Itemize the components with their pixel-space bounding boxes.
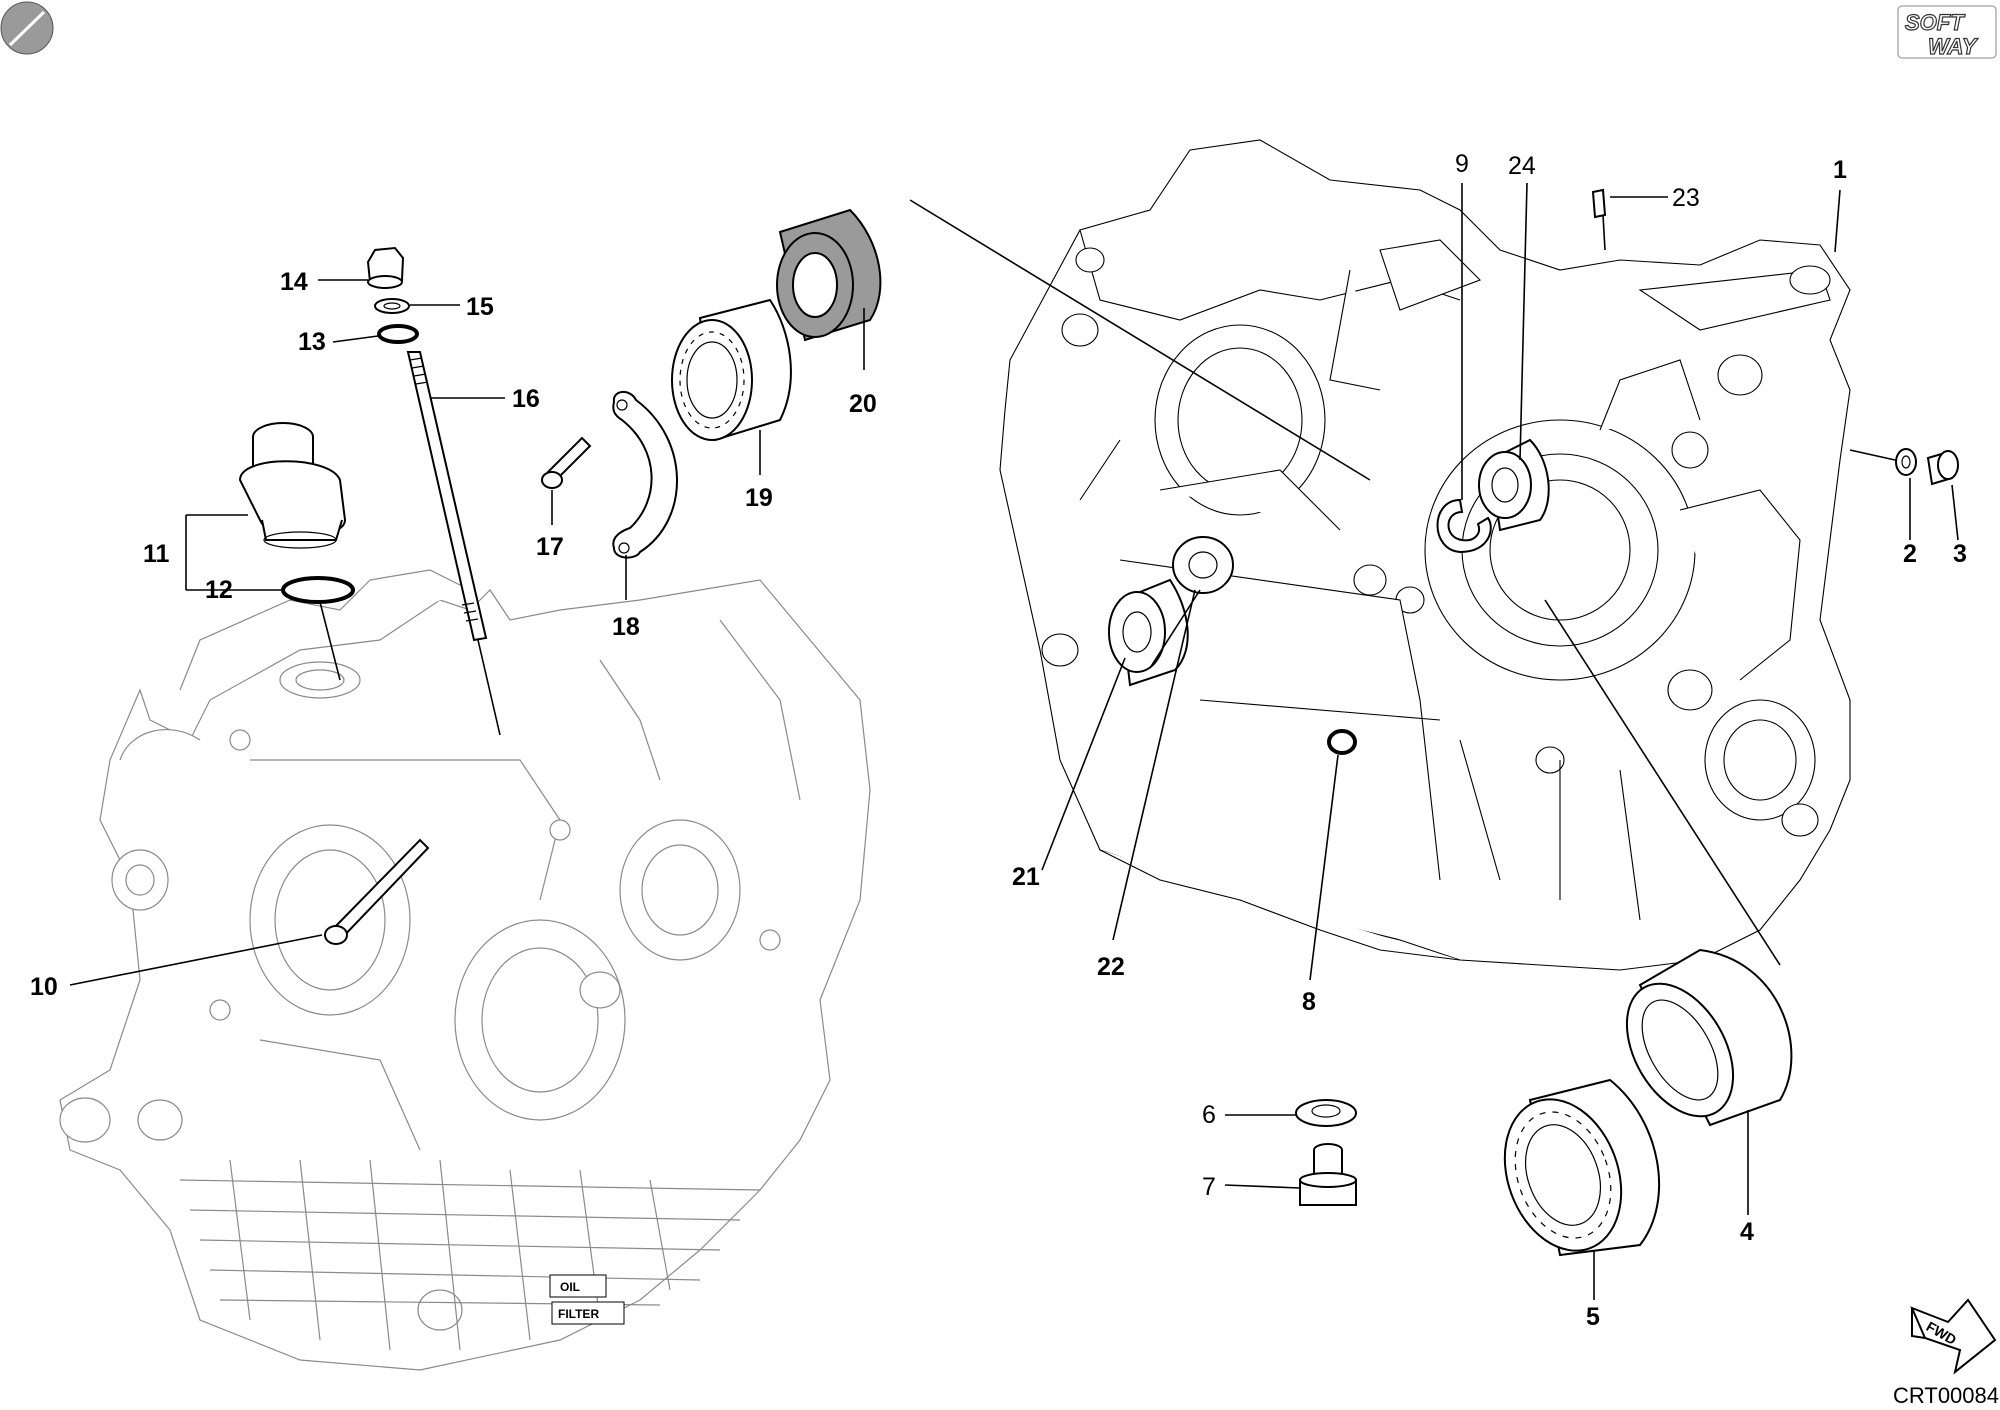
callout-6: 6 bbox=[1202, 1101, 1216, 1129]
callout-13: 13 bbox=[298, 328, 326, 356]
logo-text-bottom: WAY bbox=[1928, 34, 1979, 59]
reference-code: CRT00084 bbox=[1893, 1383, 1999, 1408]
part-12-o-ring bbox=[281, 576, 355, 604]
callout-15: 15 bbox=[466, 293, 494, 321]
oil-filter-stamp: OIL FILTER bbox=[549, 1274, 625, 1325]
callout-14: 14 bbox=[280, 268, 308, 296]
callout-18: 18 bbox=[612, 613, 640, 641]
part-23-pin bbox=[1591, 188, 1607, 219]
callout-11: 11 bbox=[143, 540, 170, 568]
callout-7: 7 bbox=[1202, 1173, 1216, 1201]
left-crankcase-half: OIL FILTER bbox=[59, 569, 871, 1371]
part-20-seal bbox=[776, 208, 882, 342]
part-19-bearing bbox=[671, 298, 792, 442]
part-21-bearing bbox=[1108, 578, 1189, 687]
callout-21: 21 bbox=[1012, 863, 1040, 891]
callout-23: 23 bbox=[1672, 184, 1700, 212]
part-4-seal-ring bbox=[1625, 948, 1793, 1127]
brand-disc-icon bbox=[0, 1, 54, 55]
right-crankcase-half bbox=[999, 139, 1851, 971]
callout-labels: 1 2 3 4 5 6 7 8 9 10 11 12 13 14 15 16 1… bbox=[30, 150, 1967, 1331]
callout-5: 5 bbox=[1586, 1303, 1600, 1331]
part-17-screw bbox=[541, 436, 592, 489]
callout-3: 3 bbox=[1953, 540, 1967, 568]
part-16-stud bbox=[406, 351, 488, 642]
stamp-filter: FILTER bbox=[558, 1307, 599, 1321]
part-24-bearing bbox=[1478, 438, 1550, 532]
part-9-circlip bbox=[1436, 498, 1492, 554]
part-18-bracket bbox=[612, 391, 678, 559]
part-6-washer bbox=[1295, 1099, 1357, 1127]
callout-16: 16 bbox=[512, 385, 540, 413]
callout-2: 2 bbox=[1903, 540, 1917, 568]
callout-10: 10 bbox=[30, 973, 58, 1001]
callout-9: 9 bbox=[1455, 150, 1469, 178]
callout-20: 20 bbox=[849, 390, 877, 418]
part-13-o-ring bbox=[377, 324, 419, 344]
part-11-plug bbox=[238, 422, 347, 549]
part-8-o-ring bbox=[1327, 729, 1357, 755]
part-22-washer bbox=[1172, 536, 1234, 594]
logo-text-top: SOFT bbox=[1905, 10, 1965, 35]
fwd-arrow-icon: FWD bbox=[1910, 1298, 1997, 1375]
part-15-washer bbox=[374, 298, 410, 314]
callout-4: 4 bbox=[1740, 1218, 1754, 1246]
callout-22: 22 bbox=[1097, 953, 1125, 981]
part-2-washer bbox=[1895, 448, 1917, 476]
leader-lines bbox=[69, 182, 1959, 1300]
callout-1: 1 bbox=[1833, 156, 1847, 184]
callout-17: 17 bbox=[536, 533, 564, 561]
callout-19: 19 bbox=[745, 484, 773, 512]
softway-logo: SOFT WAY bbox=[1897, 5, 1997, 60]
part-14-cap-nut bbox=[366, 246, 405, 289]
part-3-bolt bbox=[1926, 450, 1959, 486]
callout-8: 8 bbox=[1302, 988, 1316, 1016]
part-10-dowel bbox=[324, 838, 430, 945]
stamp-oil: OIL bbox=[560, 1280, 580, 1294]
callout-24: 24 bbox=[1508, 152, 1536, 180]
part-7-drain-plug bbox=[1299, 1143, 1357, 1206]
part-5-bearing bbox=[1503, 1078, 1660, 1257]
callout-12: 12 bbox=[205, 576, 233, 604]
